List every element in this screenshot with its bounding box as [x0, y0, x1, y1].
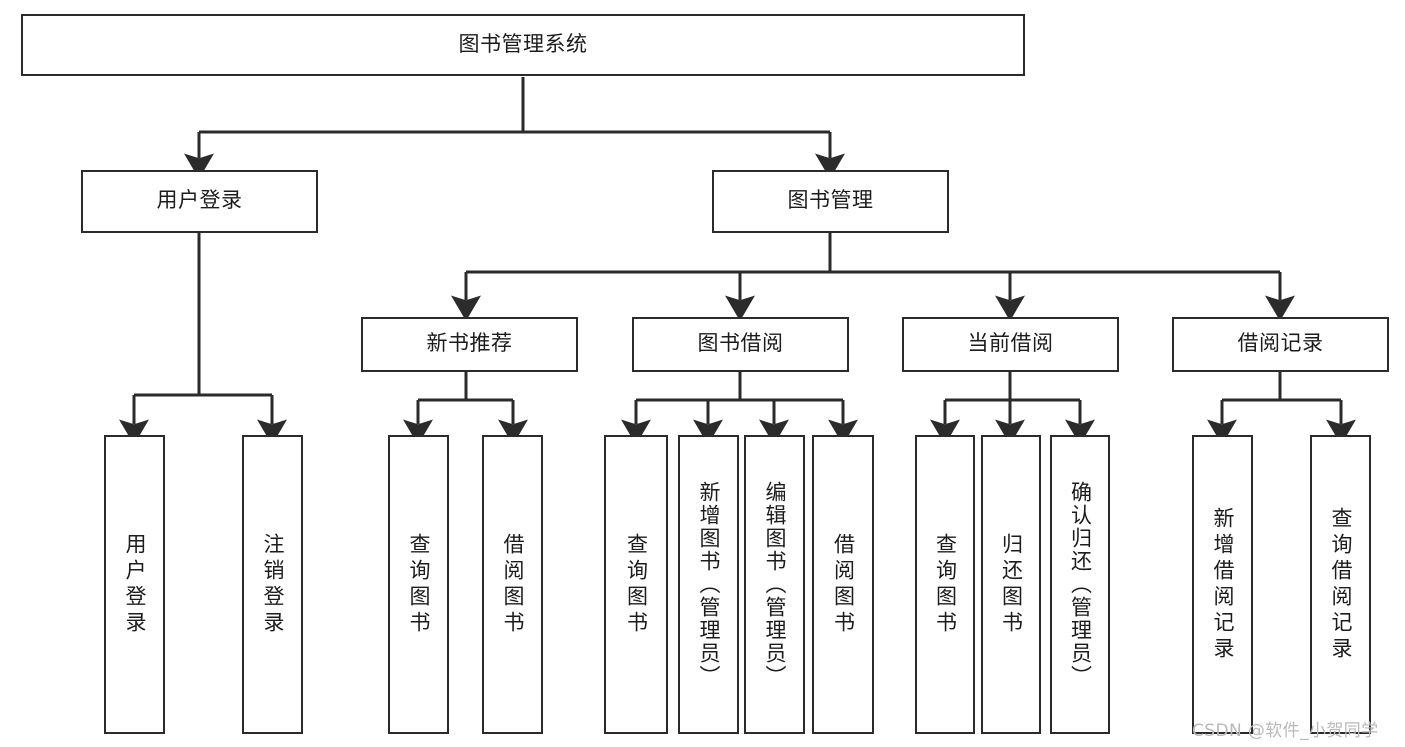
- node-label: 新增借阅记录: [1211, 506, 1234, 663]
- node-label: 新增图书（管理员）: [697, 481, 720, 688]
- node-label: 查询图书: [933, 532, 957, 637]
- node-leaf-query-books-current[interactable]: 查询图书: [915, 435, 975, 734]
- node-user-login[interactable]: 用户登录: [81, 170, 318, 233]
- node-label: 查询借阅记录: [1329, 506, 1352, 663]
- node-label: 用户登录: [156, 189, 243, 213]
- node-leaf-user-login[interactable]: 用户登录: [104, 435, 165, 734]
- node-leaf-borrow-books[interactable]: 借阅图书: [812, 435, 874, 734]
- node-borrow-records[interactable]: 借阅记录: [1172, 317, 1389, 372]
- node-leaf-query-books-new[interactable]: 查询图书: [388, 435, 449, 734]
- node-leaf-add-borrow-record[interactable]: 新增借阅记录: [1192, 435, 1253, 734]
- node-leaf-query-borrow-record[interactable]: 查询借阅记录: [1310, 435, 1371, 734]
- node-book-borrowing[interactable]: 图书借阅: [632, 317, 849, 372]
- watermark-text: CSDN @软件_小贺同学: [1192, 721, 1379, 741]
- node-label: 新书推荐: [426, 332, 513, 356]
- node-leaf-add-book-admin[interactable]: 新增图书（管理员）: [678, 435, 739, 734]
- node-label: 借阅图书: [501, 532, 524, 637]
- node-leaf-return-books[interactable]: 归还图书: [981, 435, 1041, 734]
- node-new-book-recommendation[interactable]: 新书推荐: [361, 317, 578, 372]
- node-label: 归还图书: [999, 532, 1023, 637]
- node-leaf-edit-book-admin[interactable]: 编辑图书（管理员）: [744, 435, 805, 734]
- node-label: 借阅图书: [831, 532, 855, 637]
- node-leaf-logout[interactable]: 注销登录: [242, 435, 303, 734]
- node-root-book-management-system[interactable]: 图书管理系统: [21, 14, 1025, 76]
- node-label: 图书借阅: [697, 332, 784, 356]
- node-leaf-confirm-return-admin[interactable]: 确认归还（管理员）: [1050, 435, 1110, 734]
- node-book-management[interactable]: 图书管理: [712, 170, 949, 233]
- node-label: 当前借阅: [967, 332, 1054, 356]
- node-label: 借阅记录: [1237, 332, 1324, 356]
- node-label: 图书管理: [787, 189, 874, 213]
- node-leaf-borrow-books-new[interactable]: 借阅图书: [482, 435, 543, 734]
- node-label: 注销登录: [261, 532, 284, 637]
- node-current-borrowing[interactable]: 当前借阅: [902, 317, 1119, 372]
- node-leaf-query-books-borrow[interactable]: 查询图书: [604, 435, 668, 734]
- node-label: 查询图书: [407, 532, 430, 637]
- node-label: 确认归还（管理员）: [1068, 481, 1092, 688]
- node-label: 编辑图书（管理员）: [763, 481, 786, 688]
- node-label: 查询图书: [624, 532, 648, 637]
- node-label: 图书管理系统: [458, 32, 588, 56]
- node-label: 用户登录: [123, 532, 146, 637]
